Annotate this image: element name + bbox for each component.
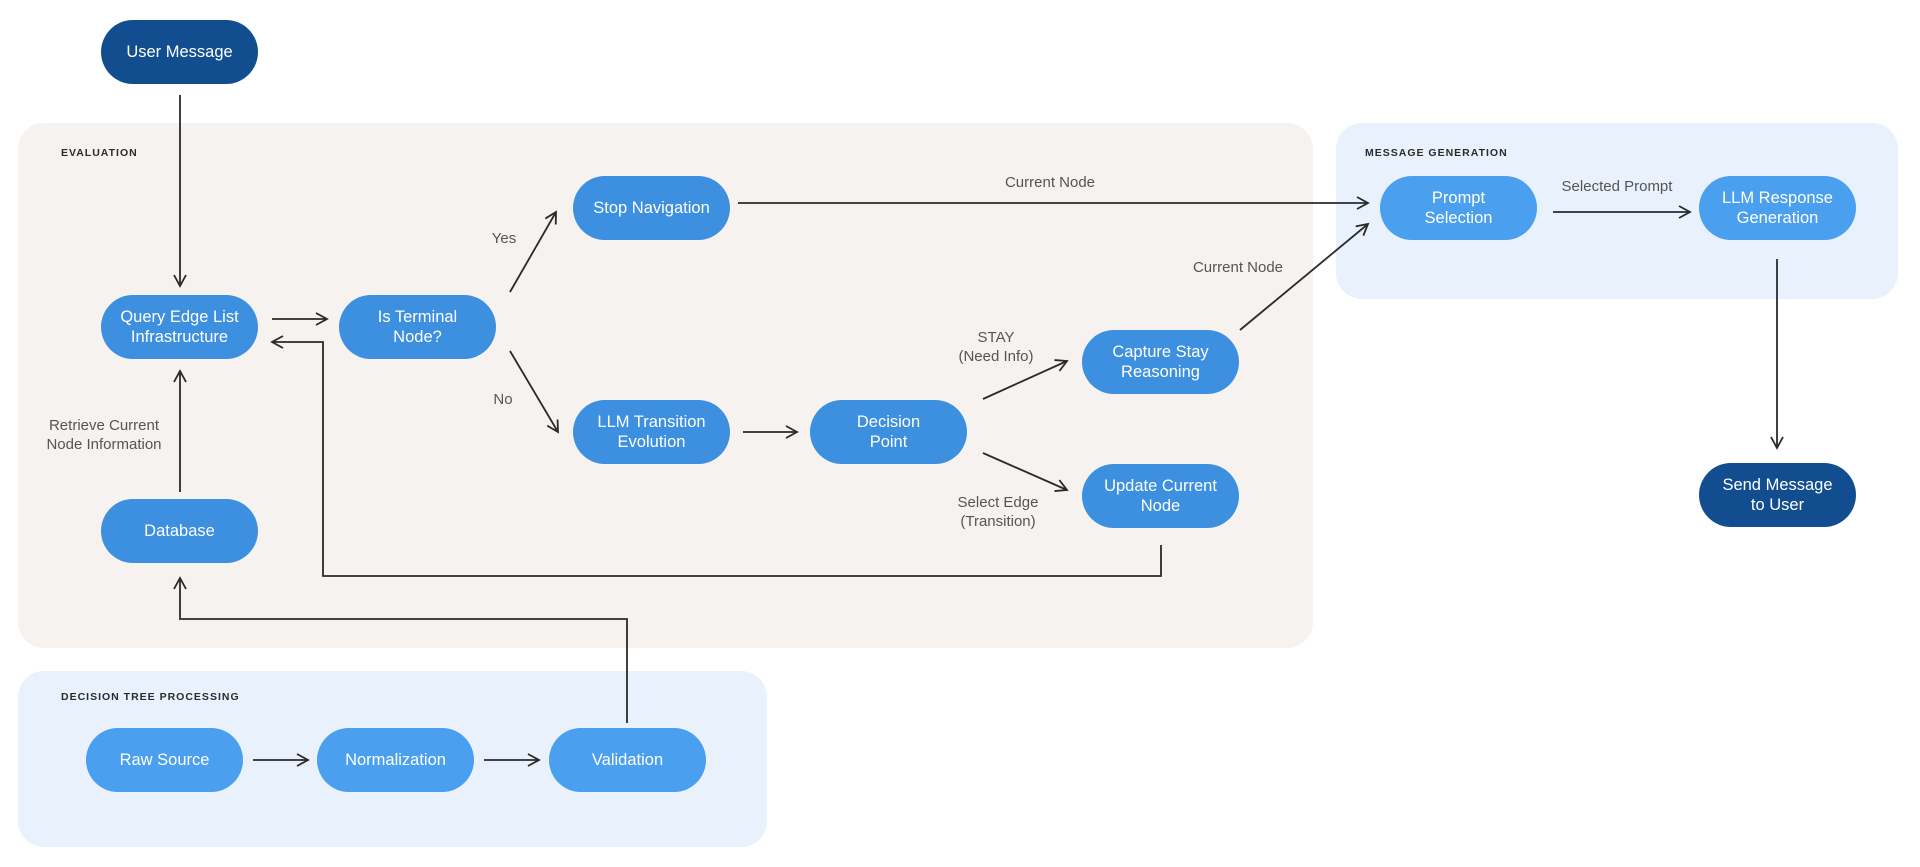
edge-update-to-query bbox=[270, 335, 1162, 577]
current-node-right-label: Current Node bbox=[1192, 259, 1284, 276]
edge-decision-to-update bbox=[982, 452, 1069, 492]
stop-navigation-node: Stop Navigation bbox=[573, 176, 730, 240]
yes-label: Yes bbox=[491, 230, 517, 247]
edge-terminal-to-llm-transition bbox=[509, 350, 559, 434]
user-message-node: User Message bbox=[101, 20, 258, 84]
message-generation-group-title: MESSAGE GENERATION bbox=[1365, 147, 1508, 159]
edge-capture-to-prompt bbox=[1239, 222, 1370, 331]
database-node: Database bbox=[101, 499, 258, 563]
raw-source-node: Raw Source bbox=[86, 728, 243, 792]
edge-validation-to-database bbox=[173, 576, 628, 723]
edge-decision-to-capture bbox=[982, 359, 1069, 400]
normalization-node: Normalization bbox=[317, 728, 474, 792]
current-node-top-label: Current Node bbox=[1004, 174, 1096, 191]
evaluation-group-title: EVALUATION bbox=[61, 147, 138, 159]
decision-tree-processing-group-title: DECISION TREE PROCESSING bbox=[61, 691, 240, 703]
select-edge-label: Select Edge(Transition) bbox=[957, 494, 1039, 530]
stay-label: STAY(Need Info) bbox=[958, 329, 1034, 365]
edge-terminal-to-stop bbox=[509, 210, 557, 293]
no-label: No bbox=[493, 391, 513, 408]
validation-node: Validation bbox=[549, 728, 706, 792]
selected-prompt-label: Selected Prompt bbox=[1561, 178, 1673, 195]
